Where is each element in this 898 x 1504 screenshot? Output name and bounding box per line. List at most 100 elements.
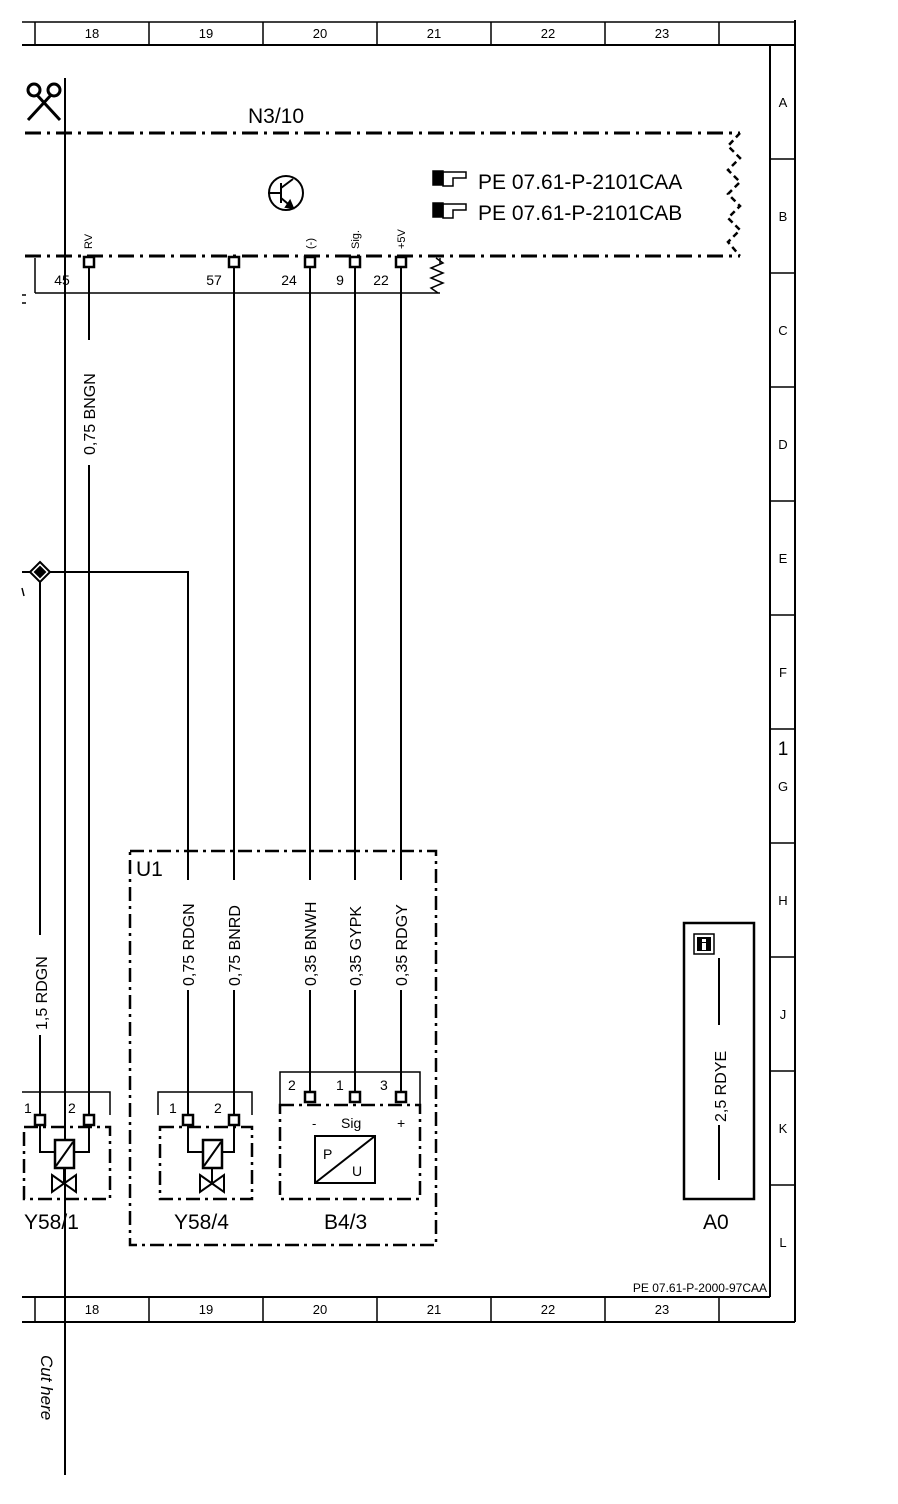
terminal: [33, 1113, 47, 1127]
pin-number: 57: [206, 272, 222, 288]
pin-name: Sig.: [350, 230, 362, 249]
terminal: [181, 1113, 195, 1127]
pin-number: 2: [288, 1077, 296, 1093]
module-terminals: [82, 255, 408, 269]
module-n3-10-boundary: [25, 131, 740, 258]
connector-bus: [34, 258, 440, 294]
pin-name: +5V: [396, 228, 408, 249]
column-header-top: [22, 21, 795, 45]
column-labels-top: 18 19 20 21 22 23: [85, 26, 669, 41]
row-label: L: [779, 1235, 786, 1250]
pressure-sensor-icon: [314, 1135, 376, 1184]
cut-here-label: Cut here: [37, 1355, 56, 1420]
column-label: 18: [85, 1302, 99, 1317]
row-label: K: [779, 1121, 788, 1136]
sheet-number: 1: [778, 739, 789, 760]
pin-number: 2: [68, 1100, 76, 1116]
pin-number: 1: [336, 1077, 344, 1093]
column-label: 19: [199, 1302, 213, 1317]
pin-number: 1: [24, 1100, 32, 1116]
reference-link[interactable]: PE 07.61-P-2101CAA: [478, 171, 682, 194]
terminal: [394, 255, 408, 269]
terminal: [303, 255, 317, 269]
wire-label: 2,5 RDYE: [713, 1051, 730, 1122]
terminal-polarity: +: [397, 1115, 405, 1131]
wire-label: 0,35 RDGY: [394, 904, 411, 986]
row-label: C: [778, 323, 787, 338]
pin-names: RV (-) Sig. +5V: [83, 228, 408, 249]
row-label: B: [779, 209, 788, 224]
sensor-symbol: U: [352, 1163, 362, 1179]
shield-resistor: [429, 257, 445, 294]
pointing-hand-icon: [432, 170, 467, 187]
reference-link[interactable]: PE 07.61-P-2101CAB: [478, 202, 682, 225]
info-icon: [693, 933, 715, 955]
terminal: [348, 1090, 362, 1104]
row-dividers: [770, 158, 795, 1186]
terminal: [82, 255, 96, 269]
pin-numbers: 45 57 24 9 22: [54, 272, 389, 288]
column-label: 18: [85, 26, 99, 41]
wire-rdgn[interactable]: [49, 571, 189, 880]
splice-icon: [28, 560, 52, 584]
column-label: 21: [427, 26, 441, 41]
component-label: A0: [703, 1211, 729, 1234]
pin-name: RV: [83, 233, 95, 249]
component-label: B4/3: [324, 1211, 367, 1234]
wire-label: 0,75 BNRD: [227, 905, 244, 986]
terminal: [82, 1113, 96, 1127]
wires: [22, 267, 402, 1115]
column-label: 23: [655, 1302, 669, 1317]
pin-number: 22: [373, 272, 389, 288]
group-label: U1: [136, 858, 163, 881]
row-label: E: [779, 551, 788, 566]
component-label: Y58/1: [24, 1211, 79, 1234]
sensor-symbol: P: [323, 1146, 332, 1162]
terminal: [303, 1090, 317, 1104]
column-label: 22: [541, 1302, 555, 1317]
wire-label: 1,5 RDGN: [34, 956, 51, 1030]
row-label: D: [778, 437, 787, 452]
scissors-icon: [26, 82, 62, 122]
row-labels: A B C D E F G H J K L: [778, 95, 788, 1250]
row-label: G: [778, 779, 788, 794]
u1-group-boundary: [128, 849, 438, 1247]
pin-number: 24: [281, 272, 297, 288]
row-label: A: [779, 95, 788, 110]
column-label: 19: [199, 26, 213, 41]
valve-icon: [51, 1173, 77, 1194]
pointing-hand-icon: [432, 202, 467, 219]
row-label: J: [780, 1007, 787, 1022]
column-label: 22: [541, 26, 555, 41]
terminal: [227, 1113, 241, 1127]
wire-label: 0,75 BNGN: [82, 373, 99, 455]
module-break-edge: [726, 132, 742, 257]
wire-stub: [21, 587, 25, 597]
footer-reference: PE 07.61-P-2000-97CAA: [633, 1281, 767, 1295]
pin-number: 45: [54, 272, 70, 288]
column-label: 23: [655, 26, 669, 41]
component-y58-4: 1 2 Y58/4: [157, 1091, 254, 1234]
terminal: [227, 255, 241, 269]
row-label: F: [779, 665, 787, 680]
terminal: [348, 255, 362, 269]
wire-label: 0,35 BNWH: [303, 902, 320, 986]
module-label: N3/10: [248, 105, 304, 128]
row-label: H: [778, 893, 787, 908]
column-labels-bottom: 18 19 20 21 22 23: [85, 1302, 669, 1317]
valve-icon: [199, 1173, 225, 1194]
component-a0: 2,5 RDYE A0: [682, 921, 756, 1234]
terminal: [394, 1090, 408, 1104]
component-y58-1: 1 2 Y58/1: [22, 1091, 112, 1234]
pin-number: 3: [380, 1077, 388, 1093]
column-header-bottom: [34, 1297, 720, 1322]
column-label: 20: [313, 26, 327, 41]
wire-label: 0,35 GYPK: [348, 906, 365, 986]
terminal-signal: Sig: [341, 1115, 361, 1131]
column-label: 20: [313, 1302, 327, 1317]
transistor-icon: [268, 175, 304, 211]
terminal-polarity: -: [312, 1116, 316, 1131]
wire-labels: 0,75 BNGN 1,5 RDGN 0,75 RDGN 0,75 BNRD 0…: [34, 373, 411, 1030]
column-label: 21: [427, 1302, 441, 1317]
